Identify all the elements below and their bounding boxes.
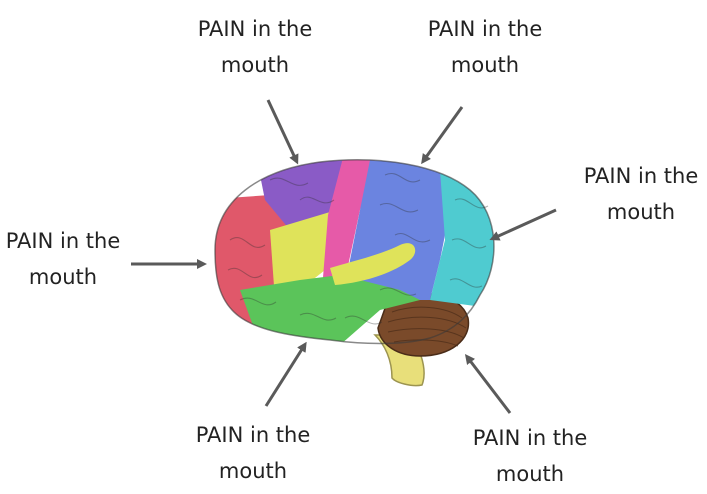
label-left: PAIN in the mouth [0,223,138,295]
gyri-texture [227,172,489,325]
label-line: PAIN in the [5,229,121,253]
arrow-top-right [421,106,464,165]
label-bottom-right: PAIN in the mouth [455,420,605,492]
arrow-top-left [266,99,299,165]
label-line: mouth [495,462,565,486]
arrow-right [489,208,557,241]
lobe-temporal [240,275,420,344]
arrow-bottom-left [264,341,307,407]
lobe-motor [322,159,378,290]
label-top-left: PAIN in the mouth [180,11,330,83]
arrow-bottom-right [464,354,512,414]
label-line: PAIN in the [197,17,313,41]
label-top-right: PAIN in the mouth [410,11,560,83]
label-line: mouth [28,265,98,289]
label-line: mouth [218,459,288,483]
lobe-yellow-frontal [270,212,330,300]
label-line: mouth [450,53,520,77]
label-bottom-left: PAIN in the mouth [178,417,328,489]
label-line: PAIN in the [583,164,699,188]
cerebellum-folds [387,306,467,347]
label-line: mouth [606,200,676,224]
label-right: PAIN in the mouth [566,158,707,230]
lobe-yellow-temporal [330,243,416,285]
label-line: PAIN in the [195,423,311,447]
label-line: PAIN in the [427,17,543,41]
label-line: PAIN in the [472,426,588,450]
label-line: mouth [220,53,290,77]
cerebrum-outline [214,159,495,345]
